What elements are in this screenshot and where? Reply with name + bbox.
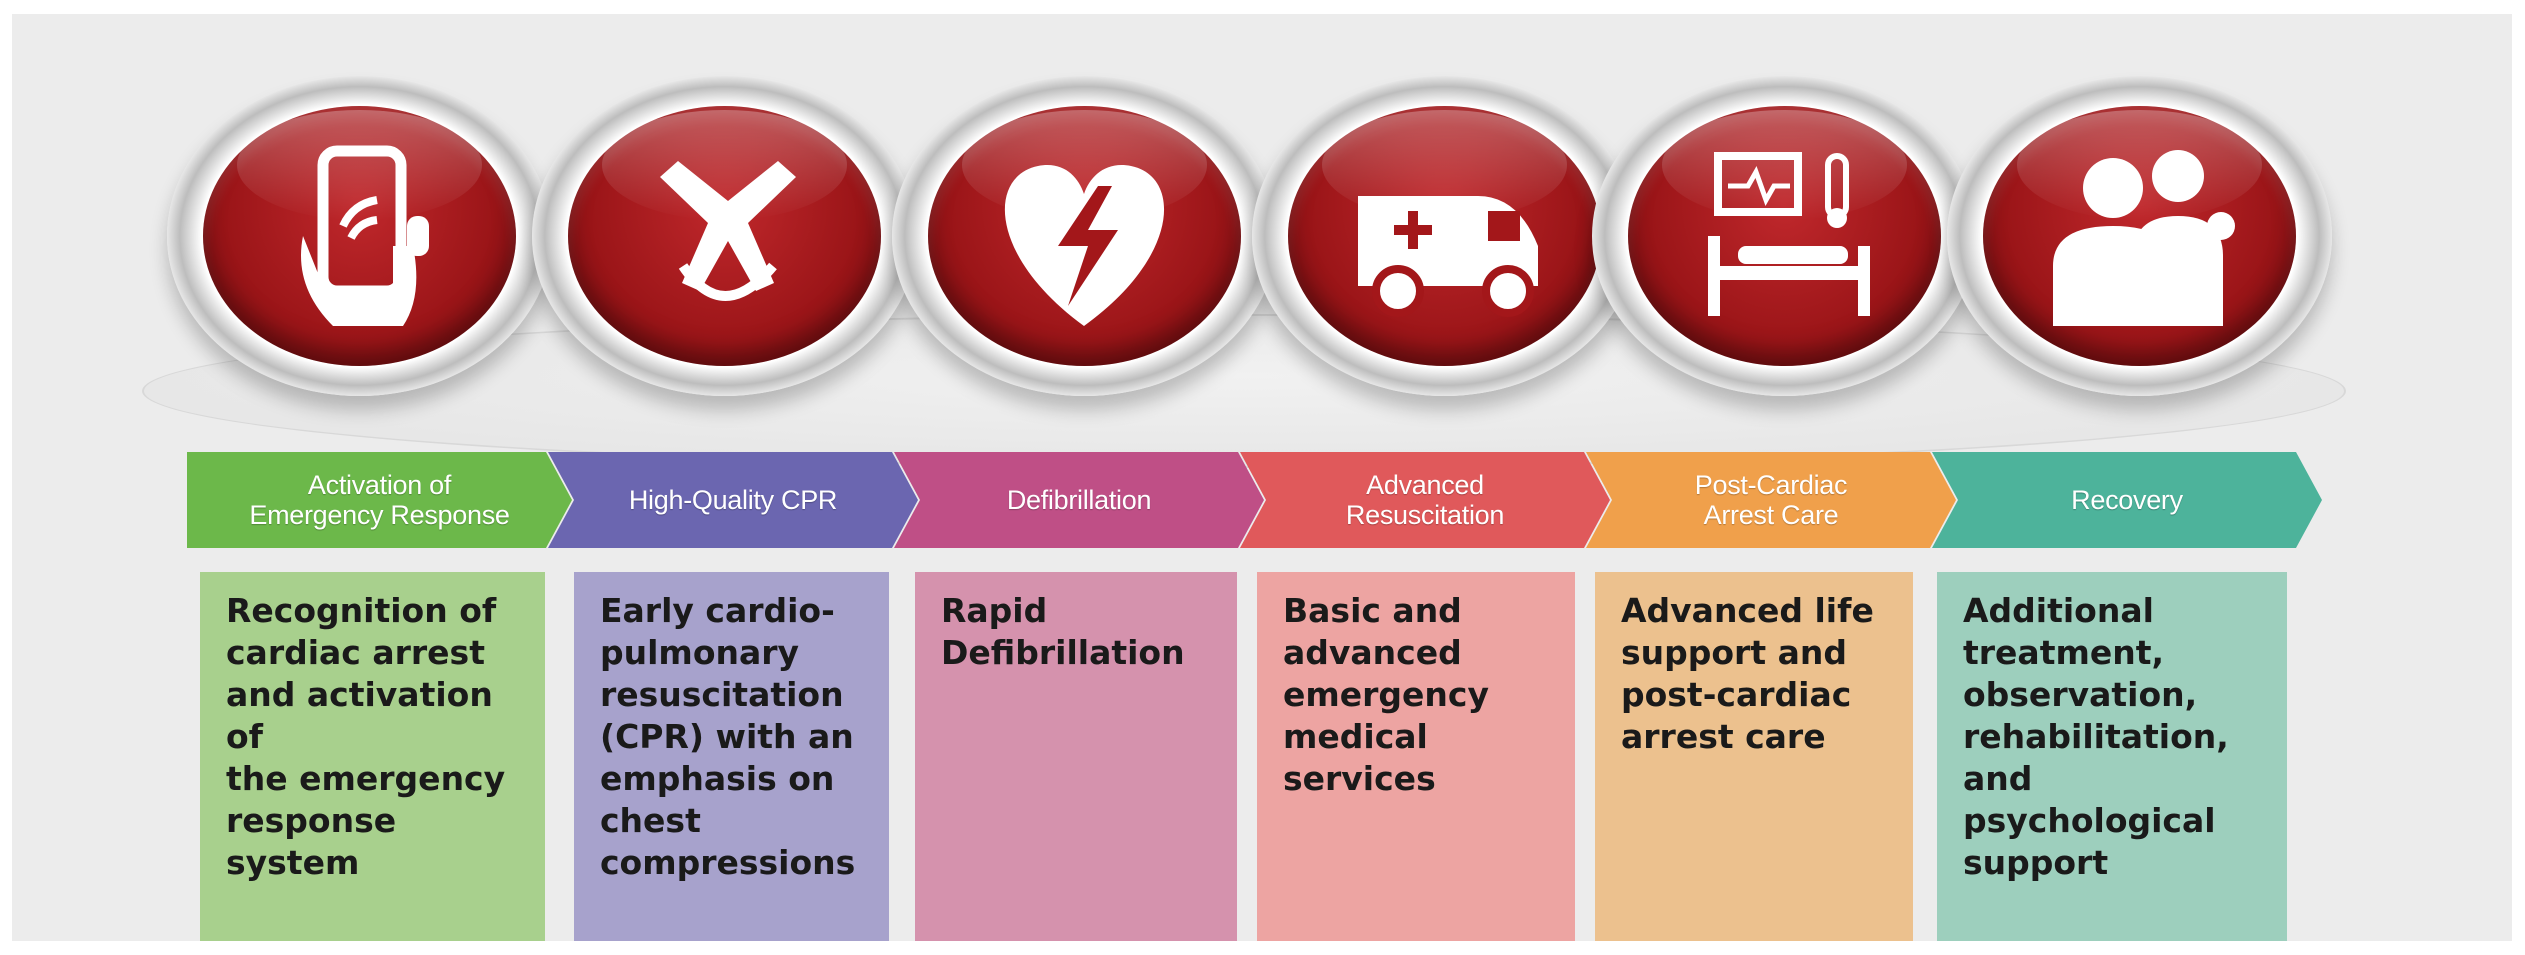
stage-description-4: Basic and advanced emergency medical ser… — [1257, 572, 1575, 941]
icon-circle-6 — [1947, 76, 2332, 396]
stage-banner-3: Defibrillation — [894, 452, 1264, 548]
icon-circle-3 — [892, 76, 1277, 396]
stage-banner-6: Recovery — [1932, 452, 2322, 548]
ambulance-icon — [1358, 196, 1538, 317]
heart-lightning-icon — [1004, 165, 1165, 326]
stage-banner-2: High-Quality CPR — [548, 452, 918, 548]
stage-description-3: Rapid Defibrillation — [915, 572, 1237, 941]
stage-label: Defibrillation — [1006, 485, 1152, 515]
stage-banner-1: Activation of Emergency Response — [187, 452, 572, 548]
icon-circle-4 — [1252, 76, 1637, 396]
icon-circle-2 — [532, 76, 917, 396]
family-icon — [2053, 150, 2235, 326]
stage-label: Advanced Resuscitation — [1345, 470, 1505, 530]
stage-banner-5: Post-Cardiac Arrest Care — [1586, 452, 1956, 548]
stage-description-6: Additional treatment, observation, rehab… — [1937, 572, 2287, 941]
stage-description-1: Recognition of cardiac arrest and activa… — [200, 572, 545, 941]
icon-circle-1 — [167, 76, 552, 396]
stage-label: Recovery — [2071, 485, 2183, 515]
stage-description-5: Advanced life support and post-cardiac a… — [1595, 572, 1913, 941]
icon-circle-5 — [1592, 76, 1977, 396]
cpr-hands-icon — [660, 161, 796, 301]
stage-label: Activation of Emergency Response — [249, 470, 510, 530]
stage-label: Post-Cardiac Arrest Care — [1694, 470, 1848, 530]
stage-description-2: Early cardio- pulmonary resuscitation (C… — [574, 572, 889, 941]
stage-banner-4: Advanced Resuscitation — [1240, 452, 1610, 548]
chain-of-survival-diagram: Activation of Emergency Response High-Qu… — [12, 14, 2512, 941]
phone-in-hand-icon — [301, 145, 429, 326]
hospital-bed-icon — [1708, 152, 1870, 316]
stage-label: High-Quality CPR — [628, 485, 838, 515]
